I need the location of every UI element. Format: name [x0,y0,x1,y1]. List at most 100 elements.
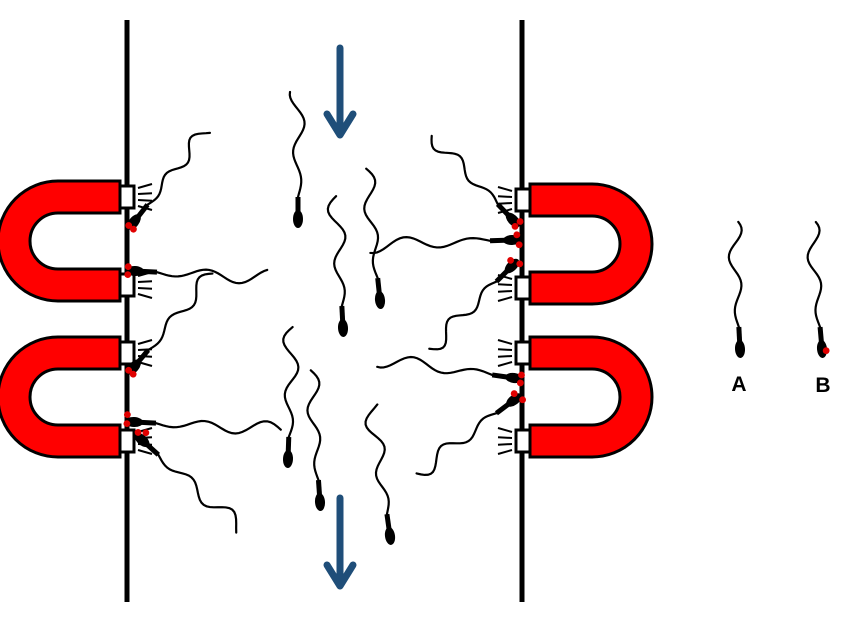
magnet-body [0,335,122,459]
cell-tail [326,195,347,308]
field-line [497,443,513,446]
nanoparticle [518,371,525,379]
field-line [137,199,153,202]
field-line [137,449,153,455]
captured-cell-right-1 [430,134,524,230]
field-line [497,186,513,192]
cell-tail [363,167,380,280]
cell-tail [288,90,306,199]
cell-midpiece [132,203,150,224]
cell-midpiece [817,326,825,350]
field-line [497,283,513,286]
cell-tail [146,131,212,206]
field-line [497,427,513,433]
magnet-body [0,179,122,303]
nanoparticle [507,256,514,264]
cell-midpiece [132,348,151,369]
nanoparticle [515,241,523,249]
free-cell-4 [282,325,300,468]
field-line [497,290,513,293]
field-line [497,348,513,351]
free-cell-2 [326,195,349,337]
field-line [137,183,153,189]
nanoparticle [130,225,137,233]
magnet-right-bottom [497,335,654,459]
nanoparticle [511,223,519,230]
flow-arrow-top [323,44,357,139]
nanoparticle [519,396,526,404]
cell-midpiece [134,268,158,275]
field-line [137,192,153,195]
nanoparticle [123,420,131,428]
legend-cell-a [727,220,746,358]
field-line [497,355,513,358]
magnet-pole [118,184,136,210]
cell-tail [306,369,322,482]
cell-tail [155,268,269,285]
free-cell-1 [288,90,306,228]
captured-cell-left-4 [123,411,282,435]
cell-tail [157,453,238,534]
field-line [137,287,153,290]
magnet-left-top [0,179,153,303]
nanoparticle [125,366,133,374]
captured-cell-left-3 [125,272,214,378]
cell-midpiece [384,513,393,537]
captured-cell-left-1 [125,131,212,233]
magnet-body [528,182,654,306]
nanoparticle [125,222,133,229]
magnet-pole [118,428,136,454]
field-line [497,296,513,302]
cell-tail [806,220,823,329]
nanoparticle [822,347,830,355]
magnet-right-top [497,182,654,306]
field-line [497,449,513,455]
free-cell-3 [363,167,386,309]
cell-tail [727,220,743,329]
legend-label-a: A [731,373,746,396]
magnet-body [528,335,654,459]
cell-midpiece [736,326,743,350]
cell-midpiece [339,305,346,329]
cell-midpiece [494,264,514,284]
cell-tail [282,325,300,439]
cell-tail [369,236,492,255]
nanoparticle [142,429,150,437]
nanoparticle [510,390,518,397]
flow-arrow-bottom [323,494,357,590]
cell-tail [415,412,498,477]
captured-cell-right-4 [376,355,525,387]
cell-tail [430,134,499,206]
magnet-left-bottom [0,335,153,459]
cell-tail [428,280,498,351]
cell-tail [364,403,390,516]
cell-tail [147,272,214,352]
cell-midpiece [315,479,323,503]
field-line [497,339,513,345]
nanoparticle [513,231,521,239]
cells [123,90,830,545]
cell-tail [154,419,282,435]
captured-cell-left-2 [124,263,269,285]
nanoparticle [134,429,142,436]
magnet-pole [118,340,136,366]
cell-midpiece [140,438,161,457]
captured-cell-right-5 [415,390,526,477]
free-cell-6 [364,403,396,545]
captured-cell-right-3 [428,256,524,351]
cell-midpiece [375,277,383,301]
field-line [497,361,513,367]
nanoparticle [516,260,524,268]
nanoparticle [516,379,524,387]
cell-midpiece [495,202,515,222]
magnets [0,179,654,459]
field-line [137,293,153,299]
field-line [497,436,513,439]
free-cell-5 [306,369,326,511]
captured-cell-left-5 [134,429,238,534]
nanoparticle [516,218,524,225]
nanoparticle [123,411,131,419]
magnet-pole [514,428,532,454]
cell-tail [376,355,494,377]
